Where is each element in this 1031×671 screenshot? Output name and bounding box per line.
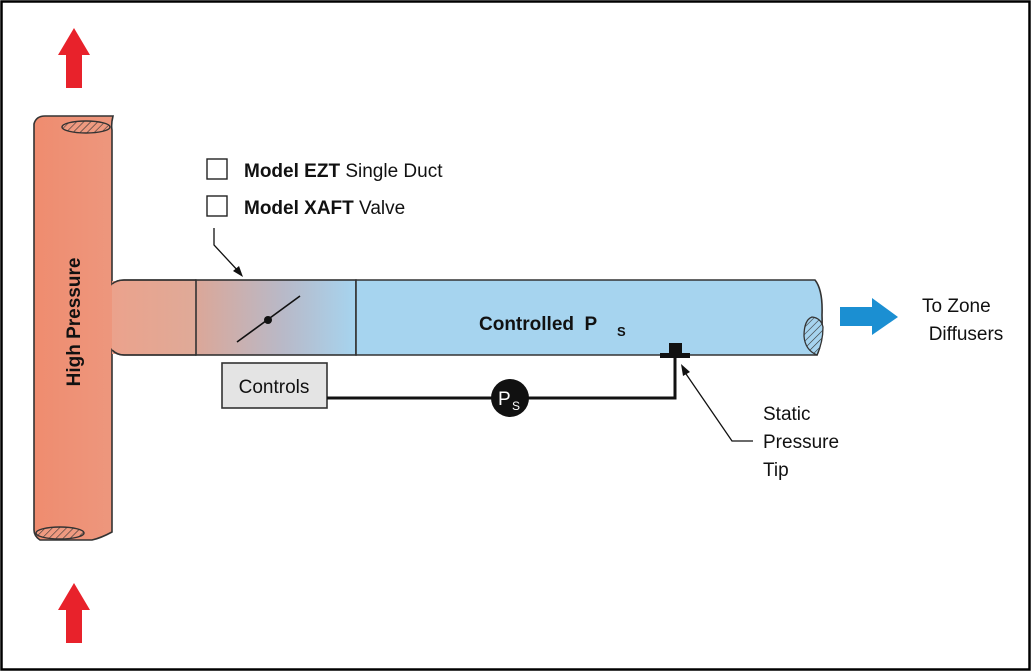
- model-checkbox-xaft: Model XAFT Valve: [206, 195, 405, 219]
- static-pressure-tip: [660, 343, 690, 358]
- model-desc: Single Duct: [340, 161, 443, 182]
- to-zone-label: To Zone Diffusers: [922, 296, 1003, 345]
- static-pressure-tip-label: Static Pressure Tip: [763, 404, 844, 481]
- up-arrow-icon: [58, 28, 90, 88]
- high-pressure-label: High Pressure: [64, 258, 85, 387]
- checkbox[interactable]: [206, 158, 228, 180]
- svg-text:P: P: [498, 389, 511, 410]
- ps-sensor: P S: [491, 379, 529, 417]
- right-arrow-icon: [840, 298, 898, 335]
- controlled-subscript: S: [617, 324, 626, 339]
- svg-text:Model XAFT Valve: Model XAFT Valve: [244, 198, 405, 219]
- sensing-line: [327, 357, 677, 400]
- tip-leader-line: [681, 364, 753, 442]
- controls-box: [221, 362, 328, 409]
- controlled-label: Controlled P: [479, 314, 598, 335]
- model-desc: Valve: [354, 198, 405, 219]
- valve-section: [195, 279, 357, 356]
- svg-text:S: S: [512, 399, 520, 413]
- valve-leader-line: [213, 228, 243, 277]
- damper-icon: [236, 295, 301, 343]
- model-checkbox-ezt: Model EZT Single Duct: [206, 158, 443, 182]
- high-pressure-duct: [33, 115, 197, 541]
- duct-cut-top: [61, 120, 111, 134]
- up-arrow-icon: [58, 583, 90, 643]
- model-name: Model EZT: [244, 161, 340, 182]
- svg-text:Model EZT Single Duct: Model EZT Single Duct: [244, 161, 443, 182]
- checkbox[interactable]: [206, 195, 228, 217]
- controls-label: Controls: [239, 377, 310, 398]
- duct-cut-bottom: [35, 526, 85, 540]
- controlled-duct: [355, 279, 824, 356]
- controlled-ps-label: Controlled P S: [479, 314, 626, 339]
- model-name: Model XAFT: [244, 198, 354, 219]
